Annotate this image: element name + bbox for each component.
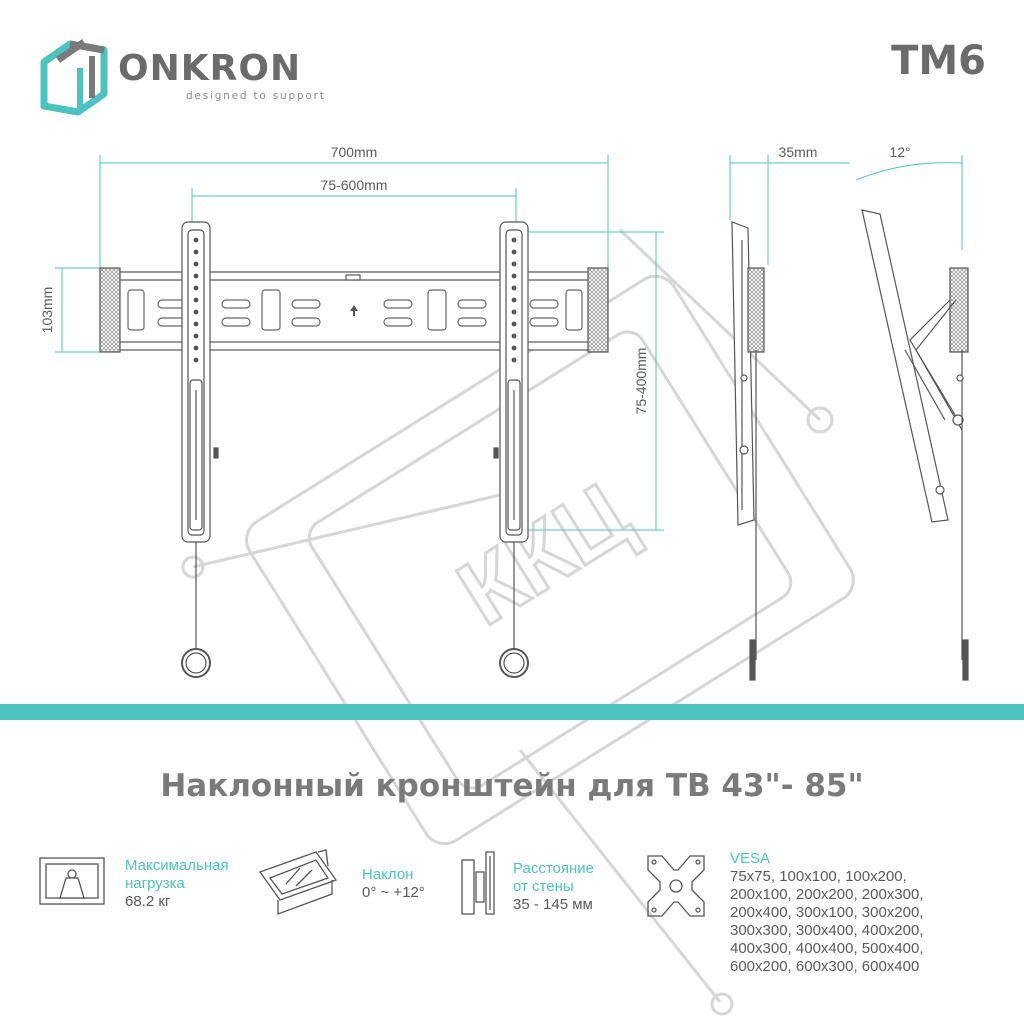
product-title: Наклонный кронштейн для ТВ 43"- 85" [160, 768, 864, 804]
spec-load-label-2: нагрузка [125, 875, 185, 892]
spec-load-label-1: Максимальная [125, 857, 229, 874]
dim-height-plate: 103mm [39, 287, 55, 334]
spec-tilt-label: Наклон [362, 866, 414, 883]
weight-icon [39, 857, 105, 905]
vesa-sizes-list: 75x75, 100x100, 100x200, 200x100, 200x20… [730, 868, 924, 976]
front-dimensions [55, 155, 664, 531]
vesa-line: 300x300, 300x400, 400x200, [730, 922, 924, 939]
vesa-line: 75x75, 100x100, 100x200, [730, 868, 907, 885]
spec-wall-distance: Расстояние от стены 35 - 145 мм [513, 860, 594, 914]
vesa-line: 600x200, 600x300, 600x400 [730, 958, 920, 975]
brand-name: ONKRON [118, 48, 302, 89]
side-view-depth [729, 155, 850, 681]
tilt-icon [258, 849, 338, 915]
spec-distance-label-2: от стены [513, 878, 574, 895]
dim-depth: 35mm [779, 144, 818, 160]
dim-height-vesa: 75-400mm [633, 348, 649, 415]
left-arm-front [181, 221, 219, 678]
right-arm-front [493, 221, 529, 678]
spec-vesa: VESA 75x75, 100x100, 100x200, 200x100, 2… [730, 850, 924, 976]
spec-distance-label-1: Расстояние [513, 860, 595, 877]
wall-distance-icon [461, 851, 495, 915]
side-view-tilt [855, 155, 969, 681]
logo-icon [40, 39, 108, 116]
dim-width-vesa: 75-600mm [321, 177, 388, 193]
dim-width-total: 700mm [331, 144, 378, 160]
spec-load-value: 68.2 кг [125, 893, 171, 910]
spec-tilt-value: 0° ~ +12° [362, 884, 425, 901]
vesa-icon [647, 855, 705, 917]
spec-tilt: Наклон 0° ~ +12° [362, 866, 425, 902]
brand-tagline: designed to support [186, 90, 326, 102]
spec-max-load: Максимальная нагрузка 68.2 кг [125, 857, 229, 911]
divider-bar [0, 704, 1024, 720]
model-number: TM6 [891, 38, 986, 84]
watermark-text: ККЦ [441, 463, 647, 645]
spec-distance-value: 35 - 145 мм [513, 896, 593, 913]
vesa-line: 400x300, 400x400, 500x400, [730, 940, 924, 957]
vesa-line: 200x400, 300x100, 300x200, [730, 904, 924, 921]
dim-tilt: 12° [889, 144, 910, 160]
wall-plate-front [99, 267, 609, 353]
spec-vesa-label: VESA [730, 850, 771, 867]
vesa-line: 200x100, 200x200, 200x300, [730, 886, 924, 903]
